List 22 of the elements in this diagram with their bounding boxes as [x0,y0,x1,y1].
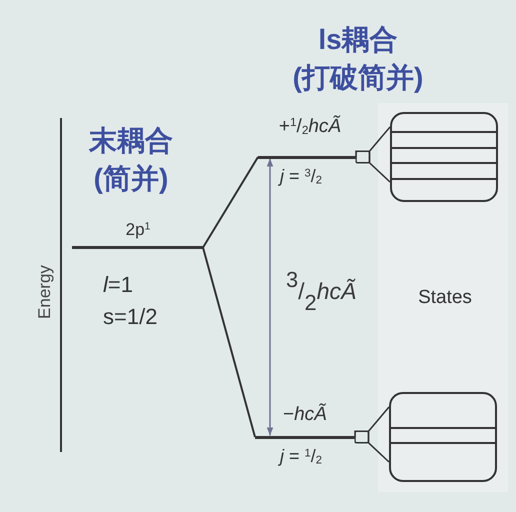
zoom-connector [355,126,391,183]
column-heading: 末耦合(简并) [89,124,173,196]
axis-label: Energy [34,265,55,319]
column-heading: ls耦合(打破简并) [292,23,424,95]
panel-title: States [418,286,472,308]
connector-line [202,247,256,438]
connector-line [202,156,259,248]
energy-level-line [255,436,355,438]
quantum-number-label: j = $^{3}$/$_{2}$ [280,166,322,187]
zoom-connector [354,406,390,463]
quantum-number-label: l=1 [103,272,133,298]
level-label: 2p$^{1}$ [126,220,150,240]
energy-shift-label: +$^{1}$/$_{2}$hcÃ [278,116,342,138]
quantum-number-label: s=1/2 [103,304,158,330]
states-box [390,112,498,202]
double-arrow [266,158,274,436]
energy-level-line [258,156,356,158]
states-box [389,392,497,482]
energy-level-line [72,246,203,249]
energy-shift-label: −hcÃ [283,404,327,426]
quantum-number-label: j = $^{1}$/$_{2}$ [280,446,322,467]
states-panel [378,103,508,492]
